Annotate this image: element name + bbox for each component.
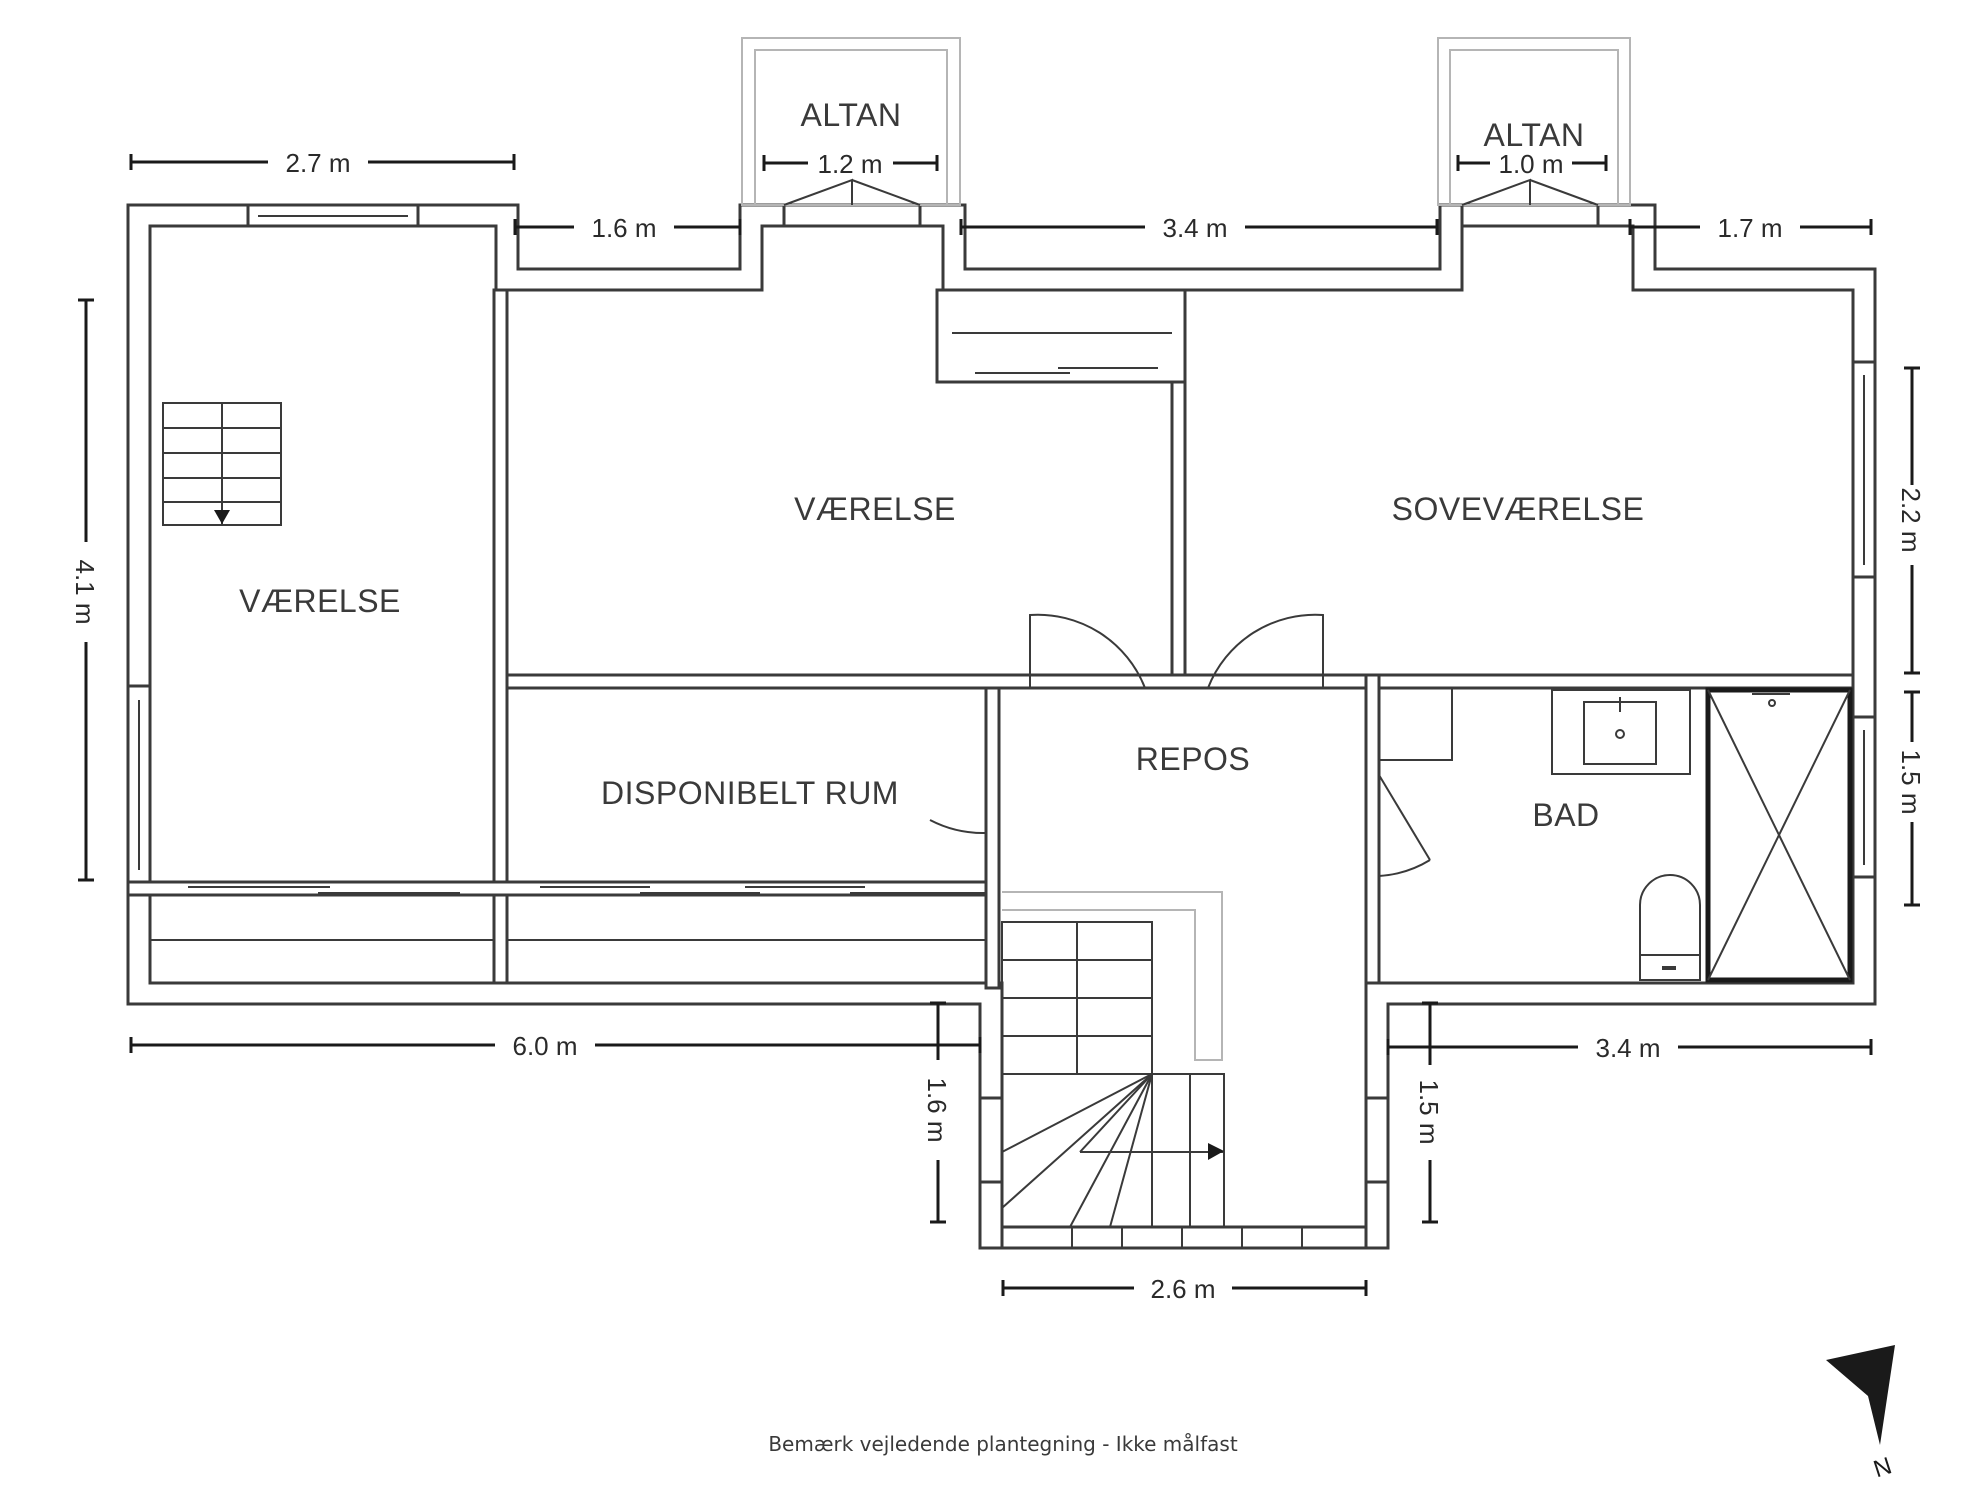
dim-stair-left-1-6: 1.6 m bbox=[922, 1077, 952, 1142]
dim-top-3-4: 3.4 m bbox=[1162, 213, 1227, 243]
room-labels: ALTAN ALTAN VÆRELSE VÆRELSE SOVEVÆRELSE … bbox=[239, 97, 1644, 833]
sink-cabinet bbox=[1551, 689, 1691, 775]
door-disponibelt bbox=[929, 718, 987, 835]
wall-repos-right bbox=[1364, 673, 1381, 985]
window-altan-left bbox=[782, 203, 922, 228]
dim-top-2-7: 2.7 m bbox=[285, 148, 350, 178]
label-altan-right: ALTAN bbox=[1484, 117, 1585, 153]
dimension-lines: 2.7 m 1.6 m 1.2 m 3.4 m 1.0 m 1.7 m bbox=[70, 148, 1926, 1304]
dim-stair-right-1-5: 1.5 m bbox=[1414, 1079, 1444, 1144]
label-altan-left: ALTAN bbox=[801, 97, 902, 133]
label-sovevaerelse: SOVEVÆRELSE bbox=[1392, 491, 1645, 527]
footer-note: Bemærk vejledende plantegning - Ikke mål… bbox=[768, 1432, 1237, 1456]
label-vaerelse-mid: VÆRELSE bbox=[794, 491, 956, 527]
window-stair-right bbox=[1364, 1096, 1390, 1184]
dim-top-1-7: 1.7 m bbox=[1717, 213, 1782, 243]
dim-bottom-right-3-4: 3.4 m bbox=[1595, 1033, 1660, 1063]
window-stair-bottom bbox=[1000, 1225, 1368, 1250]
bad-niche bbox=[1379, 687, 1453, 761]
wall-repos-left bbox=[984, 686, 1001, 990]
bathroom-fixtures bbox=[1379, 687, 1853, 983]
wall-left-divider bbox=[492, 288, 509, 985]
balconies bbox=[741, 37, 1631, 206]
shower bbox=[1705, 687, 1853, 983]
walls bbox=[126, 203, 1877, 1250]
doors bbox=[929, 613, 1431, 878]
label-bad: BAD bbox=[1532, 797, 1599, 833]
dim-bottom-stair-2-6: 2.6 m bbox=[1150, 1274, 1215, 1304]
dim-right-1-5: 1.5 m bbox=[1896, 749, 1926, 814]
dim-bottom-6-0: 6.0 m bbox=[512, 1031, 577, 1061]
door-vaerelse bbox=[1029, 613, 1146, 689]
label-disponibelt-rum: DISPONIBELT RUM bbox=[601, 775, 899, 811]
dim-altan-left: 1.2 m bbox=[817, 149, 882, 179]
north-compass: N bbox=[1826, 1345, 1895, 1483]
stairs bbox=[162, 402, 1225, 1228]
stair-main-lower bbox=[1001, 1073, 1225, 1228]
compass-arrow-icon bbox=[1826, 1345, 1895, 1445]
dim-top-1-6: 1.6 m bbox=[591, 213, 656, 243]
window-stair-left bbox=[978, 1096, 1004, 1184]
compass-label: N bbox=[1870, 1452, 1895, 1483]
dim-altan-right: 1.0 m bbox=[1498, 149, 1563, 179]
dim-right-2-2: 2.2 m bbox=[1896, 487, 1926, 552]
toilet bbox=[1639, 874, 1701, 956]
wall-closet bbox=[935, 288, 1187, 384]
label-vaerelse-left: VÆRELSE bbox=[239, 583, 401, 619]
door-sovevaerelse bbox=[1207, 613, 1324, 689]
dim-left-4-1: 4.1 m bbox=[70, 559, 100, 624]
door-bad bbox=[1378, 775, 1431, 878]
wall-horizontal-mid bbox=[505, 673, 1855, 690]
label-repos: REPOS bbox=[1136, 741, 1251, 777]
window-altan-right bbox=[1460, 203, 1600, 228]
windows bbox=[126, 203, 1877, 1250]
